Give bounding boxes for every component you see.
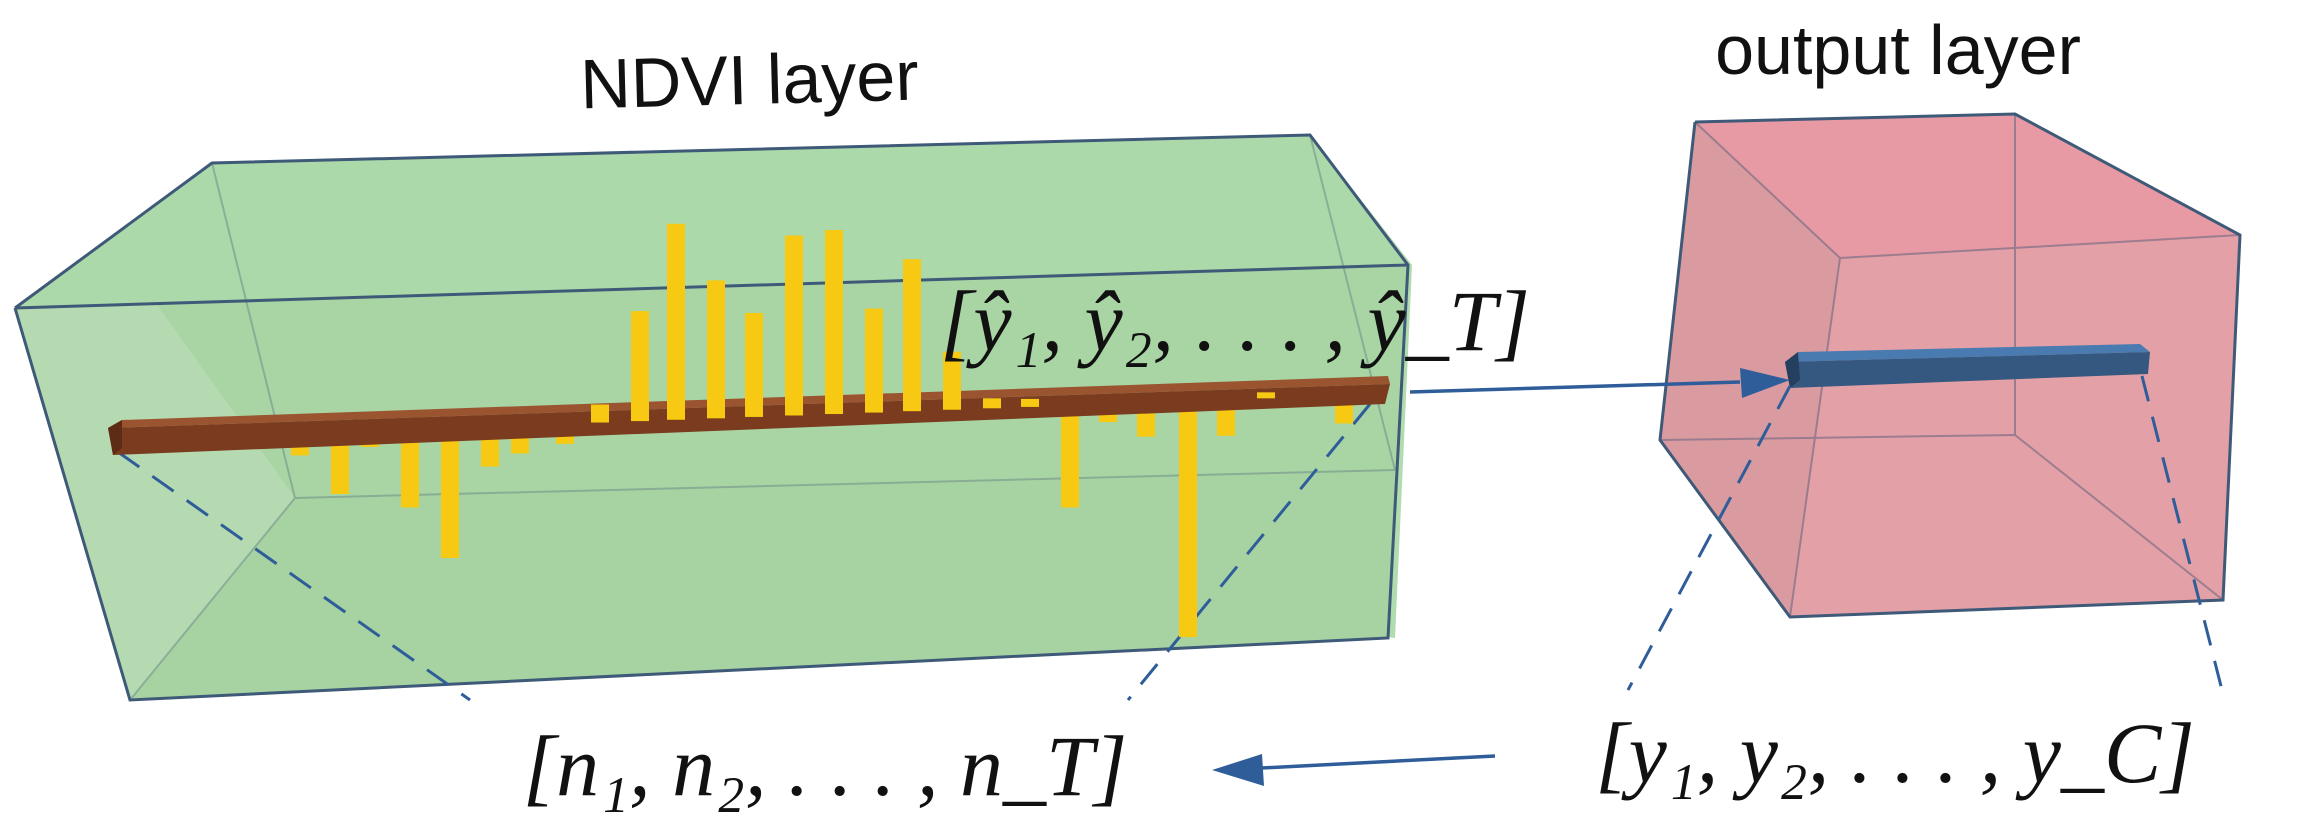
arrow-to-ndvi xyxy=(1212,754,1496,786)
ndvi-bar xyxy=(707,280,725,419)
output-dashed-projection xyxy=(1626,375,2224,691)
ndvi-bar xyxy=(1257,392,1275,399)
ndvi-bar xyxy=(631,311,649,422)
arrow-to-output xyxy=(1409,368,1790,398)
ndvi-bar xyxy=(1179,401,1197,638)
ndvi-bar xyxy=(591,404,609,423)
ndvi-bar xyxy=(903,259,921,412)
n-sequence-label: [n₁, n₂, . . . , n_T] xyxy=(523,718,1128,814)
ndvi-bar xyxy=(825,230,843,415)
ndvi-bars-above xyxy=(591,223,1275,423)
ndvi-bar xyxy=(331,432,349,494)
rod-end-left xyxy=(108,420,122,455)
ndvi-layer-box xyxy=(13,133,1412,702)
ndvi-bar xyxy=(745,312,763,417)
ndvi-dashed-projection xyxy=(117,403,1372,702)
ndvi-layer-title: NDVI layer xyxy=(579,37,919,124)
ndvi-bar xyxy=(983,398,1001,409)
ndvi-box-front-face xyxy=(15,265,1408,700)
ndvi-bar xyxy=(667,223,685,420)
output-vector-rod xyxy=(1785,344,2150,388)
output-layer-title: output layer xyxy=(1715,11,2081,89)
yhat-sequence-label: [ŷ₁, ŷ₂, . . . , ŷ_T] xyxy=(940,273,1530,369)
ndvi-bar xyxy=(441,428,459,558)
ndvi-bar xyxy=(785,235,803,416)
ndvi-box-top-face xyxy=(15,135,1408,308)
rod-front-face xyxy=(108,384,1390,455)
ndvi-bar xyxy=(1061,405,1079,508)
ndvi-bar xyxy=(1021,398,1039,407)
ndvi-bar xyxy=(401,429,419,508)
output-box-left-face xyxy=(1660,122,1840,617)
y-class-vector-label: [y₁, y₂, . . . , y_C] xyxy=(1595,705,2195,801)
ndvi-bar xyxy=(943,351,961,410)
ndvi-bar xyxy=(865,308,883,413)
